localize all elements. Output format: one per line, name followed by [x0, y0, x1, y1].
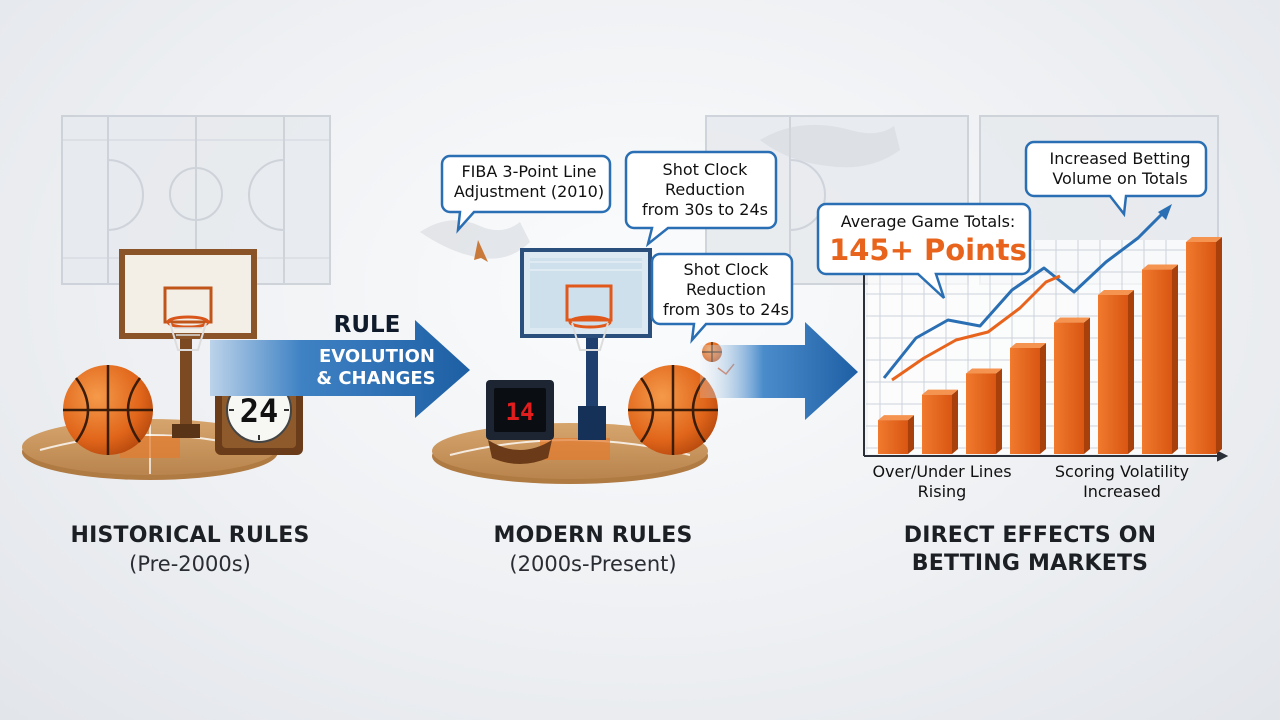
effects-title-line1: DIRECT EFFECTS ON — [903, 523, 1157, 548]
world-map-watermark — [420, 124, 900, 259]
fiba-callout-bubble — [440, 154, 612, 234]
shot-clock-mid-line2: Reduction — [686, 280, 766, 299]
arrow-label-changes: & CHANGES — [316, 368, 436, 389]
blue-trend-line — [882, 208, 1168, 379]
chart-label-volatility-line1: Scoring Volatility — [1054, 462, 1190, 481]
shot-clock-mid-line1: Shot Clock — [683, 260, 769, 279]
chart-trend-lines — [882, 204, 1172, 382]
historical-subtitle: (Pre-2000s) — [129, 552, 251, 576]
average-totals-label: Average Game Totals: — [840, 212, 1016, 231]
effects-caption: DIRECT EFFECTS ON BETTING MARKETS — [880, 522, 1180, 578]
chart-bar — [878, 415, 914, 454]
effects-arrow — [700, 322, 858, 420]
chart-label-over-under-line2: Rising — [917, 482, 967, 501]
basketball-icon — [63, 365, 153, 455]
volume-callout-line2: Volume on Totals — [1052, 169, 1188, 188]
chart-bar — [1054, 317, 1090, 454]
effects-title-line2: BETTING MARKETS — [911, 551, 1149, 576]
chart-label-over-under-line1: Over/Under Lines — [872, 462, 1012, 481]
arrow-label-rule: RULE — [333, 312, 401, 338]
volume-callout-line1: Increased Betting — [1049, 149, 1191, 168]
shot-clock-mid-line3: from 30s to 24s — [663, 300, 789, 319]
trend-arrow-head — [1158, 204, 1172, 220]
average-totals-value: 145+ Points — [829, 233, 1027, 267]
shot-clock-top-line3: from 30s to 24s — [642, 200, 768, 219]
chart-bar — [922, 389, 958, 454]
modern-subtitle: (2000s-Present) — [509, 552, 677, 576]
historical-title: HISTORICAL RULES — [70, 523, 310, 548]
chart-bar — [1142, 264, 1178, 454]
shot-clock-top-line1: Shot Clock — [662, 160, 748, 179]
shot-clock-icon: 14 — [486, 380, 554, 464]
modern-hoop — [520, 248, 652, 440]
volume-callout-bubble — [1024, 140, 1208, 218]
chart-bar — [966, 368, 1002, 454]
orange-trend-line — [891, 274, 1061, 382]
shot-clock-top-callout-bubble — [624, 150, 778, 248]
vintage-clock-value: 24 — [240, 392, 279, 430]
chart-bar — [1010, 343, 1046, 454]
shot-clock-mid-callout-bubble — [650, 252, 794, 344]
chart-bar — [1186, 237, 1222, 454]
chart-bars — [878, 237, 1222, 454]
modern-title: MODERN RULES — [493, 523, 693, 548]
fiba-callout-line2: Adjustment (2010) — [453, 182, 605, 201]
cursor-icon — [474, 240, 488, 262]
shot-clock-value: 14 — [506, 398, 535, 426]
rule-evolution-arrow — [210, 320, 470, 418]
arrow-label-evolution: EVOLUTION — [319, 346, 435, 367]
chart-bar — [1098, 290, 1134, 454]
shot-clock-top-line2: Reduction — [665, 180, 745, 199]
historical-caption: HISTORICAL RULES (Pre-2000s) — [40, 522, 340, 578]
average-totals-callout-bubble — [816, 202, 1032, 299]
chart-label-volatility-line2: Increased — [1083, 482, 1161, 501]
vintage-hoop — [119, 249, 257, 438]
fiba-callout-line1: FIBA 3-Point Line — [461, 162, 597, 181]
modern-caption: MODERN RULES (2000s-Present) — [448, 522, 738, 578]
